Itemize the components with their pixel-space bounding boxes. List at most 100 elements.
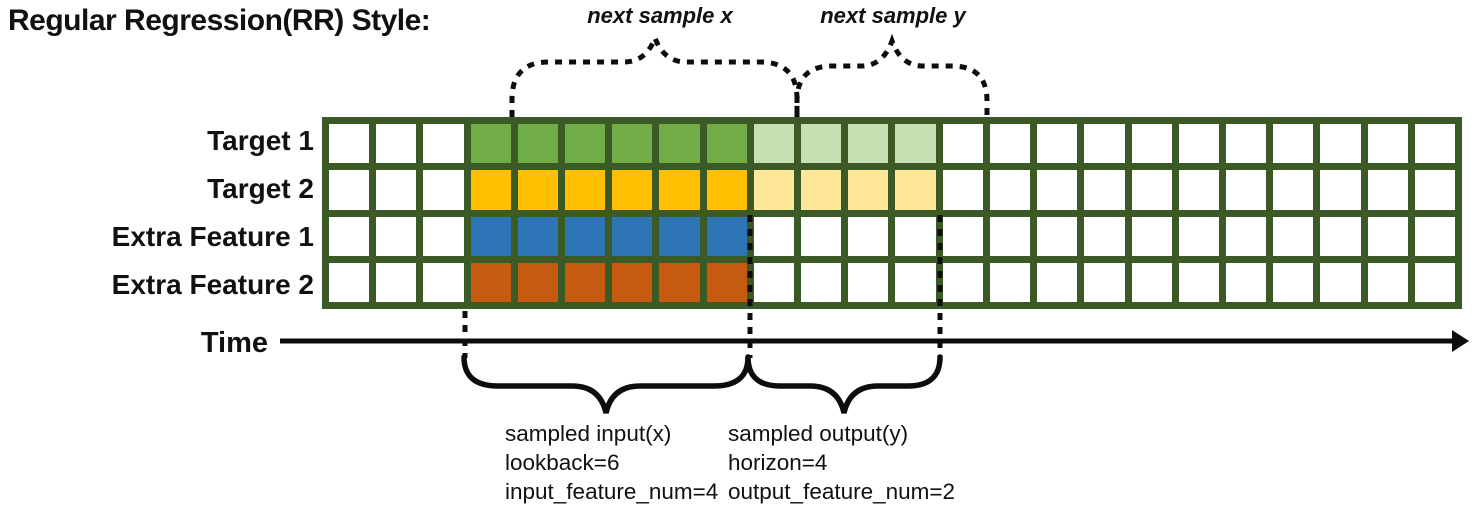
grid-cell	[565, 170, 606, 210]
grid-cell	[1367, 216, 1408, 256]
time-axis-label: Time	[200, 327, 268, 359]
grid-cell	[1320, 216, 1361, 256]
grid-cell	[423, 262, 464, 302]
grid-cell	[801, 170, 842, 210]
grid-cell	[376, 170, 417, 210]
sampled-input-brace	[461, 354, 751, 414]
grid-cell	[376, 124, 417, 164]
grid-cell	[470, 216, 511, 256]
grid-cell	[801, 216, 842, 256]
grid-cell	[848, 262, 889, 302]
grid-cell	[1084, 170, 1125, 210]
grid-cell	[1037, 216, 1078, 256]
sampled-output-note: sampled output(y) horizon=4 output_featu…	[728, 419, 955, 506]
grid-cell	[470, 124, 511, 164]
grid-cell	[1178, 262, 1219, 302]
grid-cell	[706, 216, 747, 256]
grid-cell	[989, 262, 1031, 302]
grid-cell	[1367, 170, 1408, 210]
grid-cell	[1414, 216, 1455, 256]
grid-cell	[1320, 170, 1361, 210]
grid-cell	[753, 170, 795, 210]
output-feature-num-value: output_feature_num=2	[728, 479, 956, 504]
grid-cell	[801, 262, 842, 302]
grid-cell	[801, 124, 842, 164]
grid-cell	[1084, 124, 1125, 164]
grid-cell	[612, 262, 653, 302]
grid-cell	[1273, 216, 1314, 256]
grid-cell	[1178, 216, 1219, 256]
grid-cell	[1320, 262, 1361, 302]
grid-cell	[1131, 216, 1172, 256]
grid-cell	[659, 170, 700, 210]
sampled-input-title: sampled input(x)	[505, 421, 672, 446]
grid-cell	[329, 170, 370, 210]
grid-cell	[1225, 262, 1267, 302]
time-axis-arrowhead-icon	[1452, 330, 1469, 352]
grid-cell	[1225, 170, 1267, 210]
grid-cell	[1037, 262, 1078, 302]
grid-cell	[1084, 216, 1125, 256]
horizon-value: horizon=4	[728, 450, 828, 475]
next-sample-x-label: next sample x	[587, 3, 733, 28]
grid-cell	[517, 170, 559, 210]
grid-cell	[1414, 262, 1455, 302]
next-sample-y-label: next sample y	[820, 3, 966, 28]
grid-cell	[659, 124, 700, 164]
grid-cell	[423, 170, 464, 210]
grid-cell	[895, 216, 936, 256]
grid-cell	[1273, 262, 1314, 302]
grid-cell	[753, 262, 795, 302]
grid-cell	[612, 170, 653, 210]
grid-cell	[565, 124, 606, 164]
grid-cell	[565, 262, 606, 302]
grid-cell	[706, 262, 747, 302]
grid-cell	[1320, 124, 1361, 164]
row-label-target-2: Target 2	[207, 173, 314, 204]
grid-cell	[942, 124, 983, 164]
grid-cell	[329, 216, 370, 256]
grid-cell	[423, 216, 464, 256]
grid-cell	[470, 170, 511, 210]
grid-cell	[989, 216, 1031, 256]
diagram-title: Regular Regression(RR) Style:	[8, 4, 431, 37]
grid-cell	[895, 262, 936, 302]
grid-cell	[753, 124, 795, 164]
lookback-value: lookback=6	[505, 450, 620, 475]
grid-cell	[376, 216, 417, 256]
grid-cell	[706, 124, 747, 164]
grid-cell	[1178, 170, 1219, 210]
grid-cell	[659, 216, 700, 256]
input-feature-num-value: input_feature_num=4	[505, 479, 719, 504]
next-sample-y-brace	[794, 33, 990, 117]
grid-cell	[1178, 124, 1219, 164]
grid-cell	[517, 216, 559, 256]
grid-cell	[329, 262, 370, 302]
sampled-input-note: sampled input(x) lookback=6 input_featur…	[505, 419, 718, 506]
grid-cell	[1414, 170, 1455, 210]
row-labels: Target 1 Target 2 Extra Feature 1 Extra …	[0, 117, 314, 309]
grid-cell	[942, 216, 983, 256]
grid-cell	[989, 170, 1031, 210]
next-sample-x-brace	[509, 30, 800, 117]
grid-cell	[565, 216, 606, 256]
grid-cell	[329, 124, 370, 164]
grid-cell	[376, 262, 417, 302]
grid-cell	[753, 216, 795, 256]
grid-cell	[1037, 124, 1078, 164]
row-label-extra-feature-1: Extra Feature 1	[111, 221, 314, 252]
grid-cell	[1367, 262, 1408, 302]
grid-cell	[1037, 170, 1078, 210]
grid-cell	[1367, 124, 1408, 164]
sampled-output-brace	[745, 354, 943, 414]
grid-cell	[1131, 170, 1172, 210]
grid-cell	[1414, 124, 1455, 164]
grid-cell	[989, 124, 1031, 164]
grid-cell	[1131, 262, 1172, 302]
row-label-target-1: Target 1	[207, 125, 314, 156]
grid-cell	[848, 170, 889, 210]
grid-cell	[895, 170, 936, 210]
grid-cell	[942, 262, 983, 302]
grid-cell	[1225, 216, 1267, 256]
